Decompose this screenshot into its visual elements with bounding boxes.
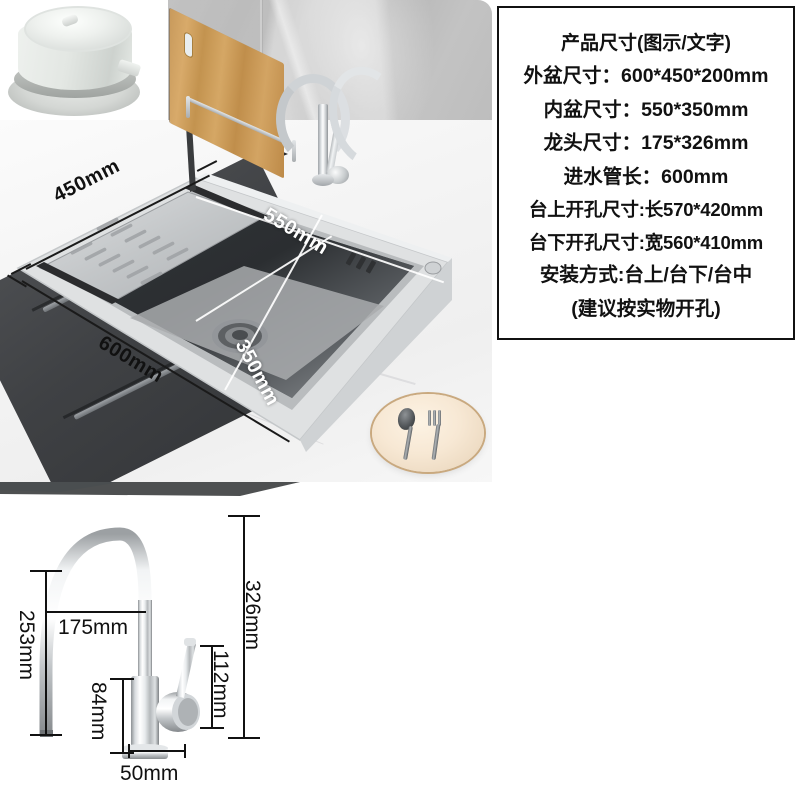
board-rack-leg xyxy=(186,96,190,118)
spec-install-method: 安装方式:台上/台下/台中 xyxy=(539,264,753,286)
faucet-column xyxy=(318,104,328,182)
faucet-technical-drawing: 253mm 175mm 326mm 112mm 84mm 50mm xyxy=(0,482,800,800)
dimension-label-84: 84mm xyxy=(87,682,110,741)
dimension-line-84 xyxy=(122,678,124,754)
dimension-tick-326-bottom xyxy=(228,737,260,739)
dimension-line-112 xyxy=(211,645,213,729)
spec-title: 产品尺寸(图示/文字) xyxy=(561,33,731,54)
dimension-tick-50-left xyxy=(128,744,130,758)
dimension-label-175: 175mm xyxy=(58,616,129,639)
sink-vector-art xyxy=(16,120,452,452)
cutting-board-hole xyxy=(184,30,193,60)
dimension-tick-253-top xyxy=(30,570,62,572)
product-photo: 450mm 600mm 550mm 350mm xyxy=(0,0,492,482)
dimension-label-326: 326mm xyxy=(241,580,264,651)
spec-faucet-size: 龙头尺寸：175*326mm xyxy=(543,132,749,154)
dimension-line-326 xyxy=(243,515,245,739)
specification-box: 产品尺寸(图示/文字) 外盆尺寸：600*450*200mm 内盆尺寸：550*… xyxy=(497,6,795,340)
fork-tine xyxy=(433,410,436,426)
faucet-base xyxy=(312,174,334,186)
spec-inner-size: 内盆尺寸：550*350mm xyxy=(543,98,749,121)
spec-note: (建议按实物开孔) xyxy=(571,297,721,320)
dimension-tick-112-bottom xyxy=(200,727,224,729)
spec-topmount-cutout: 台上开孔尺寸:长570*420mm xyxy=(528,199,764,220)
spec-inlet-hose-length: 进水管长：600mm xyxy=(563,165,729,188)
dimension-line-253 xyxy=(45,570,47,736)
spec-outer-size: 外盆尺寸：600*450*200mm xyxy=(523,65,769,87)
dimension-label-112: 112mm xyxy=(209,650,232,719)
dimension-tick-326-top xyxy=(228,515,260,517)
dimension-tick-84-bottom xyxy=(110,752,134,754)
dimension-line-50 xyxy=(128,750,186,752)
pot-lid xyxy=(24,6,132,52)
faucet-spout-arc xyxy=(276,74,350,164)
dimension-line-175 xyxy=(46,611,146,613)
dimension-tick-84-top xyxy=(110,678,134,680)
plate xyxy=(372,394,484,472)
fork-tine xyxy=(438,410,441,426)
fork-tine xyxy=(428,410,431,426)
fork-head xyxy=(428,410,443,427)
dimension-tick-50-right xyxy=(184,744,186,758)
spec-undermount-cutout: 台下开孔尺寸:宽560*410mm xyxy=(528,231,764,253)
dimension-label-253: 253mm xyxy=(15,610,38,681)
dimension-label-50: 50mm xyxy=(120,762,179,785)
dimension-tick-253-bottom xyxy=(30,734,62,736)
dimension-tick-112-top xyxy=(200,645,224,647)
